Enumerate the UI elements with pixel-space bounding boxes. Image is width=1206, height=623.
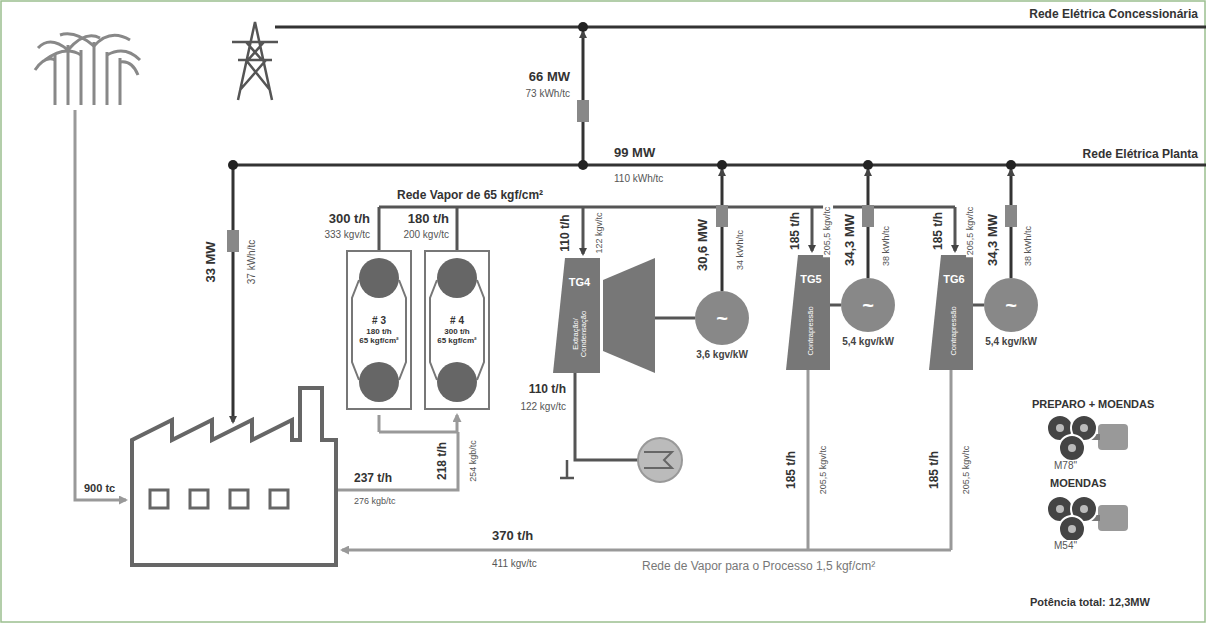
steam-rate-label: 5,4 kgv/kW xyxy=(985,336,1037,347)
flow-label: Potência total: 12,3MW xyxy=(1028,596,1152,608)
flow-label: 205,5 kgv/tc xyxy=(819,444,829,497)
flow-label: 110 t/h xyxy=(559,212,572,253)
flow-label: 411 kgv/tc xyxy=(490,558,539,569)
flow-label: 110 t/h xyxy=(527,383,568,396)
sugarcane-icon xyxy=(35,34,140,105)
flow-label: 34,3 MW xyxy=(986,212,1000,268)
turbine-shape: TG5Contrapressão xyxy=(786,255,830,370)
steam-rate-label: 5,4 kgv/kW xyxy=(842,336,894,347)
flow-label: 185 t/h xyxy=(928,449,941,491)
flow-label: 205,5 kgv/tc xyxy=(966,205,976,258)
flow-label: 180 t/h xyxy=(406,212,451,226)
condenser xyxy=(638,438,682,482)
generator-symbol: ~ xyxy=(984,278,1038,332)
turbine-type: Contrapressão xyxy=(950,296,958,366)
flow-label: 370 t/h xyxy=(490,529,535,543)
turbine-shape: TG4Extração/ Condensação xyxy=(553,258,655,373)
generator-symbol: ~ xyxy=(695,291,749,345)
steam-rate-label: 3,6 kgv/kW xyxy=(696,349,748,360)
flow-label: M78" xyxy=(1052,460,1079,471)
turbine-type: Contrapressão xyxy=(807,296,815,366)
turbine-name: TG5 xyxy=(792,273,830,285)
flow-label: 200 kgv/tc xyxy=(401,229,451,240)
flow-label: Rede Elétrica Concessionária xyxy=(1027,8,1200,21)
flow-label: 333 kgv/tc xyxy=(322,229,372,240)
flow-label: 38 kWh/tc xyxy=(882,224,892,268)
factory-icon xyxy=(132,388,336,565)
flow-label: 38 kWh/tc xyxy=(1024,224,1034,268)
flow-label: M54" xyxy=(1052,540,1079,551)
boiler-spec: 65 kgf/cm² xyxy=(437,336,477,345)
flow-label: Rede Vapor de 65 kgf/cm² xyxy=(395,189,545,202)
boiler-number: # 3 xyxy=(372,315,386,327)
flow-label: 34,3 MW xyxy=(843,212,857,268)
flow-label: 900 tc xyxy=(82,482,117,494)
flow-label: 99 MW xyxy=(612,146,657,160)
boiler-spec: 65 kgf/cm² xyxy=(359,336,399,345)
flow-label: 33 MW xyxy=(204,239,218,284)
flow-label: Rede de Vapor para o Processo 1,5 kgf/cm… xyxy=(640,560,877,573)
flow-label: PREPARO + MOENDAS xyxy=(1030,398,1156,410)
flow-label: 30,6 MW xyxy=(696,217,710,273)
flow-label: 254 kgb/tc xyxy=(469,438,479,484)
boiler-text: # 4300 t/h65 kgf/cm² xyxy=(426,302,488,358)
flow-label: Rede Elétrica Planta xyxy=(1081,148,1200,161)
flow-label: 300 t/h xyxy=(327,212,372,226)
flow-label: 185 t/h xyxy=(932,210,945,252)
boiler-spec: 180 t/h xyxy=(366,327,391,336)
flow-label: 34 kWh/tc xyxy=(736,228,746,272)
flow-label: 185 t/h xyxy=(785,449,798,491)
turbine-name: TG6 xyxy=(935,273,973,285)
boiler-spec: 300 t/h xyxy=(444,327,469,336)
flow-label: 205,5 kgv/tc xyxy=(962,444,972,497)
flow-label: 122 kgv/tc xyxy=(518,401,568,412)
flow-label: 185 t/h xyxy=(789,210,802,252)
shaft-connector xyxy=(973,304,984,307)
shaft-connector xyxy=(655,317,695,320)
turbine-name: TG4 xyxy=(559,276,600,288)
boiler-text: # 3180 t/h65 kgf/cm² xyxy=(348,302,410,358)
boiler-box: # 3180 t/h65 kgf/cm² xyxy=(346,250,412,410)
transmission-tower xyxy=(232,22,278,100)
turbine-shape: TG6Contrapressão xyxy=(929,255,973,370)
flow-label: 110 kWh/tc xyxy=(612,173,665,184)
generator-circle: ~5,4 kgv/kW xyxy=(841,278,895,332)
turbine-type: Extração/ Condensação xyxy=(571,308,588,360)
generator-circle: ~3,6 kgv/kW xyxy=(695,291,749,345)
flow-label: 73 kWh/tc xyxy=(524,88,572,99)
flow-label: MOENDAS xyxy=(1048,477,1108,489)
flow-label: 122 kgv/tc xyxy=(595,210,605,255)
generator-circle: ~5,4 kgv/kW xyxy=(984,278,1038,332)
flow-label: 276 kgb/tc xyxy=(352,497,398,507)
boiler-box: # 4300 t/h65 kgf/cm² xyxy=(424,250,490,410)
flow-label: 237 t/h xyxy=(352,472,394,485)
flow-label: 218 t/h xyxy=(436,440,449,482)
flow-label: 66 MW xyxy=(527,70,572,84)
flow-label: 37 kWh/tc xyxy=(246,238,257,286)
generator-symbol: ~ xyxy=(841,278,895,332)
shaft-connector xyxy=(830,304,841,307)
mill-icon xyxy=(1047,496,1128,542)
mill-icon xyxy=(1047,415,1128,461)
boiler-number: # 4 xyxy=(450,315,464,327)
flow-label: 205,5 kgv/tc xyxy=(823,205,833,258)
